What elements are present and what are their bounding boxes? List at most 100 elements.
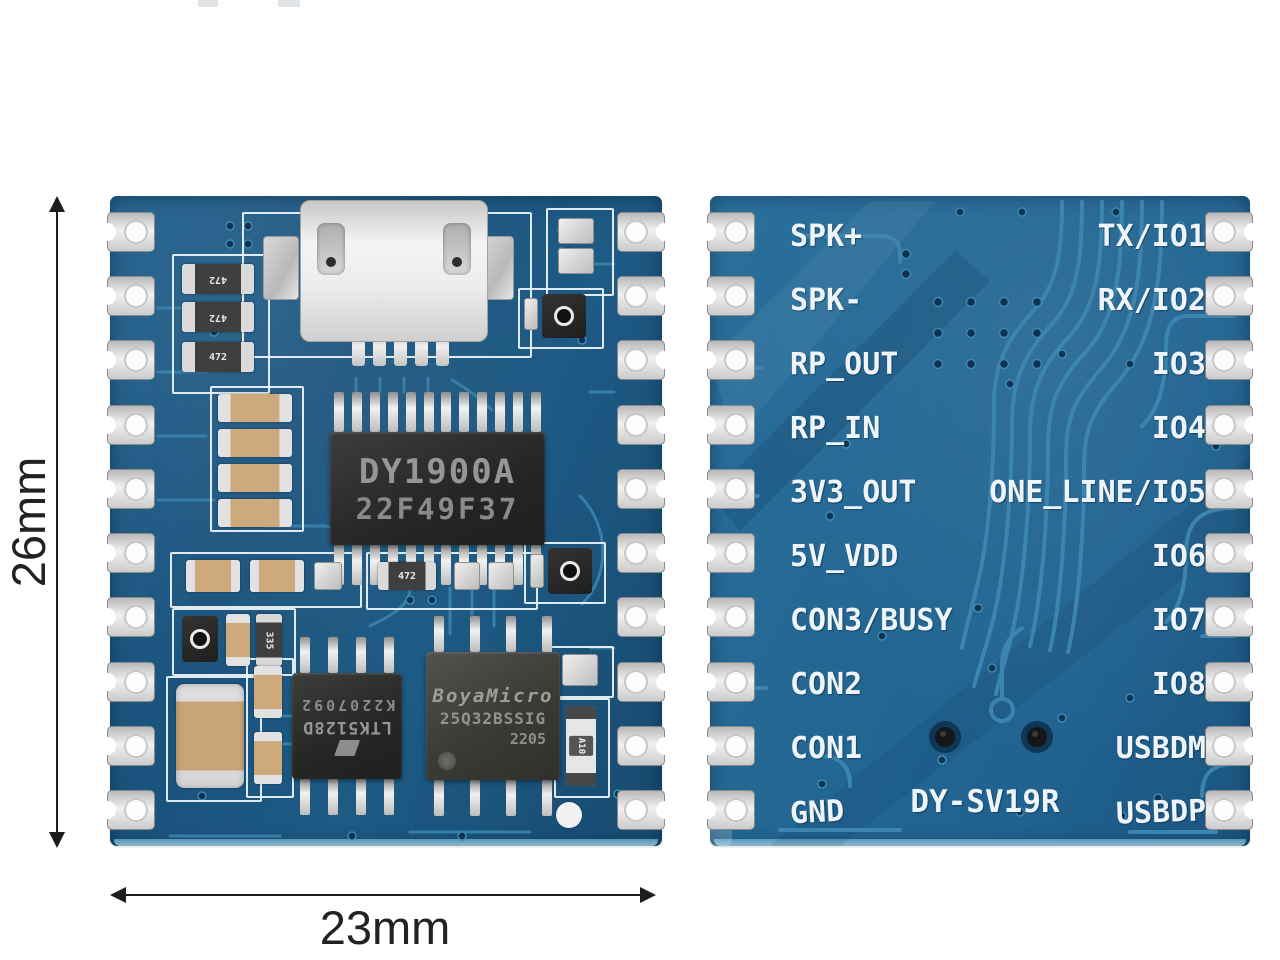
pin-label: SPK- <box>790 282 863 318</box>
resistor: 472 <box>378 562 436 590</box>
pad-hole <box>624 220 648 244</box>
pin-row: SPK+ <box>710 204 1250 268</box>
castellated-pad <box>707 533 755 574</box>
castellated-pad <box>707 661 755 702</box>
solder-pad <box>314 562 342 590</box>
castellated-pad <box>1205 661 1253 702</box>
solder-pad <box>454 562 480 590</box>
castellated-pad <box>707 276 755 317</box>
castellated-pad <box>107 468 155 509</box>
pad-hole <box>724 348 748 373</box>
pad-hole <box>624 476 648 501</box>
pad-hole <box>724 605 748 630</box>
pad-hole <box>1212 284 1236 309</box>
pin-row: IO3 <box>710 332 1250 396</box>
diode <box>182 616 218 662</box>
ic-pin <box>477 545 488 585</box>
chip-logo-icon <box>334 740 360 756</box>
solder-pad <box>488 562 514 590</box>
flash-chip: BoyaMicro 25Q32BSSIG 2205 <box>426 652 560 780</box>
diode-marking: A10 <box>568 735 593 757</box>
main-chip-marking: DY1900A <box>358 451 517 492</box>
pad-hole <box>124 541 148 566</box>
flash-chip-part: 25Q32BSSIG <box>439 708 547 728</box>
usb-shell-cutout <box>317 223 345 275</box>
castellated-pad <box>107 276 155 317</box>
ic-pin <box>351 545 362 585</box>
ic-pin <box>441 392 452 432</box>
castellated-pad <box>1205 533 1253 574</box>
pad-hole <box>124 605 148 630</box>
castellated-pad <box>107 725 155 766</box>
ic-pin <box>434 616 444 652</box>
castellated-pad <box>1205 789 1253 830</box>
ic-pin <box>513 545 524 585</box>
pad-hole <box>124 412 148 437</box>
pad-hole <box>1212 348 1236 373</box>
castellated-pad <box>707 340 755 381</box>
ic-pin <box>495 392 506 432</box>
pad-hole <box>124 797 148 822</box>
pin-label: RP_OUT <box>790 346 899 382</box>
pad-hole <box>124 348 148 373</box>
solder-pad <box>558 248 594 274</box>
pin-row: CON2 <box>710 652 1250 716</box>
arrow-down-icon <box>49 832 65 848</box>
castellated-pads-right <box>1205 212 1253 830</box>
silkscreen-box <box>210 386 304 532</box>
castellated-pads-left <box>107 212 155 830</box>
castellated-pad <box>617 661 665 702</box>
pin-row: 5V_VDD <box>710 524 1250 588</box>
castellated-pad <box>1205 468 1253 509</box>
photo-artifact <box>278 0 300 7</box>
amp-chip: LTK5128D K2207092 <box>292 673 402 779</box>
ic-pin <box>506 616 516 652</box>
pin-row: USBDM <box>710 716 1250 780</box>
castellated-pad <box>617 276 665 317</box>
capacitor <box>218 464 292 492</box>
castellated-pad <box>1205 276 1253 317</box>
castellated-pad <box>1205 725 1253 766</box>
electrolytic-capacitor <box>176 684 244 788</box>
diode: A10 <box>566 706 596 786</box>
silkscreen-box <box>524 542 606 604</box>
amp-chip-markings: LTK5128D K2207092 <box>299 696 395 756</box>
ic-pin <box>328 637 338 673</box>
resistor-marking: 472 <box>208 351 228 363</box>
pin-labels-left: SPK+ SPK- RP_OUT RP_IN 3V3_OUT 5V_VDD CO… <box>710 204 1250 844</box>
pad-hole <box>624 541 648 566</box>
pcb-traces-back <box>710 200 1250 846</box>
ic-pin <box>384 637 394 673</box>
width-dimension-label: 23mm <box>319 901 451 954</box>
pin-label: IO8 <box>1151 666 1206 702</box>
castellated-pad <box>1205 340 1253 381</box>
pin-label: RX/IO2 <box>1097 282 1206 318</box>
pin-row: IO6 <box>710 524 1250 588</box>
pin-label: CON1 <box>790 730 863 766</box>
castellated-pad <box>617 212 665 252</box>
capacitor <box>218 394 292 422</box>
ic-pin <box>513 392 524 432</box>
castellated-pad <box>707 789 755 830</box>
pad-hole <box>1212 220 1236 244</box>
castellated-pad <box>707 212 755 252</box>
pin-row: RP_IN <box>710 396 1250 460</box>
solder-pad <box>558 218 594 244</box>
pcb-front: DY1900A 22F49F37 LTK5128D K2207092 BoyaM… <box>107 196 665 846</box>
resistor-marking: 472 <box>397 570 417 582</box>
pad-hole <box>1212 541 1236 566</box>
castellated-pad <box>1205 597 1253 638</box>
flash-chip-date: 2205 <box>509 729 546 748</box>
capacitor <box>250 560 304 592</box>
amp-chip-pins-bottom <box>300 779 394 815</box>
pad-hole <box>124 669 148 694</box>
ic-pin <box>300 637 310 673</box>
diode <box>548 548 592 594</box>
castellated-pad <box>107 533 155 574</box>
resistor: 472 <box>182 342 254 372</box>
arrow-up-icon <box>49 196 65 212</box>
pin-label: ONE_LINE/IO5 <box>989 474 1206 510</box>
pin-label: IO3 <box>1151 346 1206 382</box>
castellated-pad <box>617 404 665 445</box>
silkscreen-box <box>172 608 296 676</box>
